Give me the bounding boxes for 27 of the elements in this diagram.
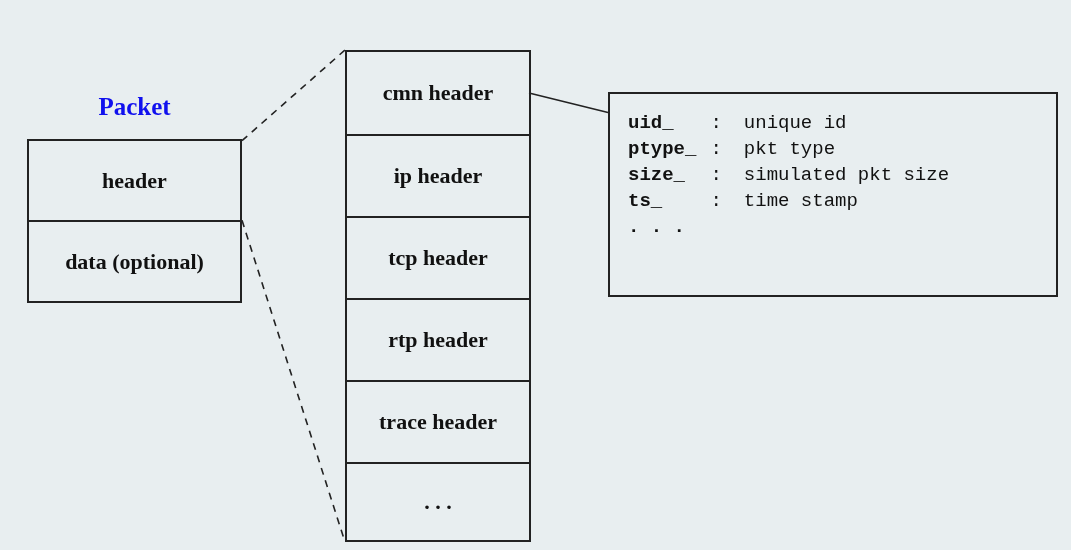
field-description: time stamp bbox=[743, 190, 859, 212]
packet-section bbox=[27, 139, 242, 222]
callout-box bbox=[608, 92, 1058, 297]
section-label: rtp header bbox=[388, 327, 488, 353]
colon-separator: : bbox=[710, 112, 723, 134]
section-label: ip header bbox=[393, 163, 483, 189]
colon-separator: : bbox=[710, 190, 723, 212]
packet-section bbox=[27, 220, 242, 303]
section-label: cmn header bbox=[382, 80, 494, 106]
field-name: uid_ bbox=[628, 112, 675, 134]
field-description: pkt type bbox=[743, 138, 837, 160]
section-label: trace header bbox=[379, 409, 497, 435]
section-label: data (optional) bbox=[65, 248, 204, 275]
field-description: unique id bbox=[743, 112, 848, 134]
colon-separator: : bbox=[710, 138, 723, 160]
dashed-connector bbox=[241, 49, 346, 142]
colon-separator: : bbox=[710, 164, 723, 186]
header-stack-box bbox=[345, 50, 531, 542]
box-heading: Packet bbox=[97, 93, 172, 121]
section-label: tcp header bbox=[388, 245, 488, 271]
field-name: size_ bbox=[628, 164, 686, 186]
field-name: ptype_ bbox=[628, 138, 698, 160]
section-label: header bbox=[102, 167, 167, 194]
field-name: ts_ bbox=[628, 190, 664, 212]
section-label: . . . bbox=[424, 489, 452, 515]
field-name: . . . bbox=[628, 216, 686, 238]
field-description: simulated pkt size bbox=[743, 164, 950, 186]
